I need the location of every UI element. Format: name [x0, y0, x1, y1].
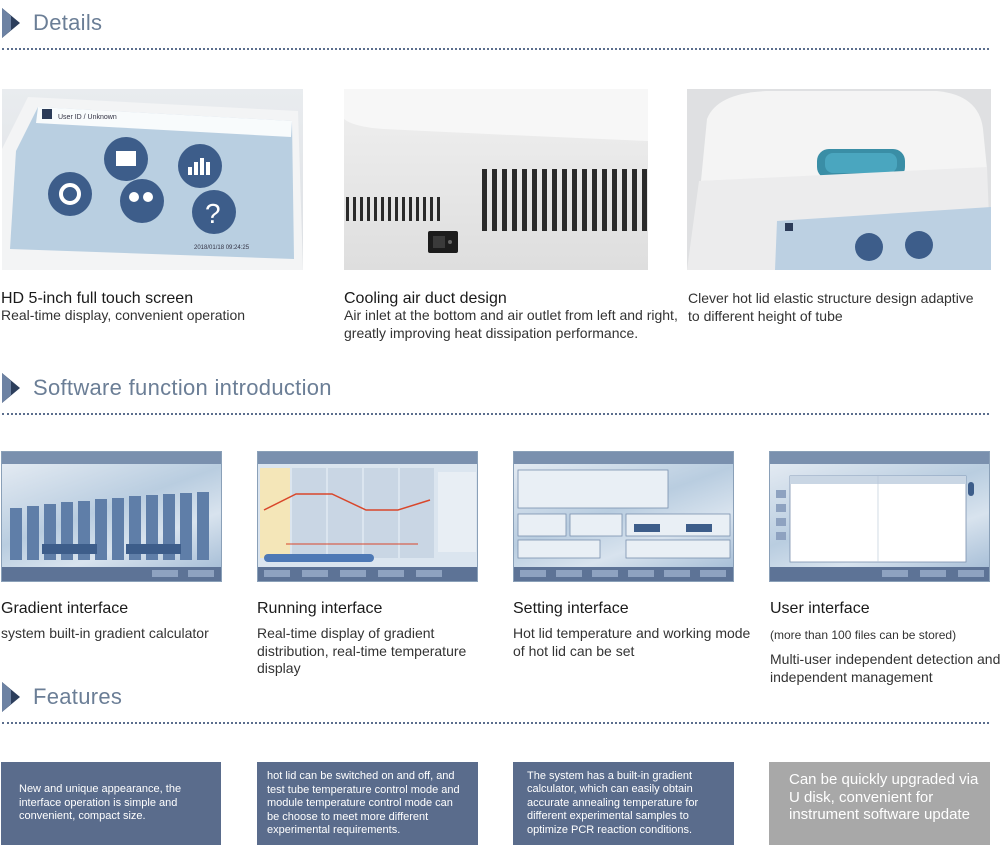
touch-screen-photo: User ID / Unknown ? 2018/01/18 09:24:25 — [2, 89, 303, 270]
software-title-running: Running interface — [257, 600, 383, 617]
software-title-user: User interface — [770, 600, 870, 617]
feature-text: Can be quickly upgraded via U disk, conv… — [789, 771, 979, 823]
gradient-interface-screenshot — [1, 451, 222, 582]
user-icon — [120, 179, 164, 223]
file-icon — [104, 137, 148, 181]
section-mark-icon — [2, 682, 20, 712]
section-title: Features — [33, 684, 123, 709]
detail-text-touch-screen: Real-time display, convenient operation — [1, 307, 246, 323]
software-note-user: (more than 100 files can be stored) — [770, 628, 957, 642]
feature-text: New and unique appearance, the interface… — [19, 783, 182, 823]
detail-text-cooling: Air inlet at the bottom and air outlet f… — [344, 307, 678, 341]
setting-interface-screenshot — [513, 451, 734, 582]
section-title: Details — [33, 10, 103, 35]
section-divider — [2, 413, 989, 415]
feature-card-hot-lid: hot lid can be switched on and off, and … — [257, 762, 478, 845]
gear-icon — [48, 172, 92, 216]
software-text-setting: Hot lid temperature and working mode of … — [513, 625, 751, 659]
hot-lid-photo — [687, 89, 991, 270]
section-header-features: Features — [0, 678, 1007, 728]
feature-text: hot lid can be switched on and off, and … — [267, 770, 460, 836]
section-divider — [2, 722, 989, 724]
svg-text:User ID / Unknown: User ID / Unknown — [58, 114, 117, 121]
cooling-duct-photo — [344, 89, 648, 270]
feature-card-gradient: The system has a built-in gradient calcu… — [513, 762, 734, 845]
detail-title-cooling: Cooling air duct design — [344, 290, 507, 307]
section-header-details: Details — [0, 4, 1007, 54]
feature-text: The system has a built-in gradient calcu… — [527, 769, 699, 836]
section-divider — [2, 48, 989, 50]
software-title-gradient: Gradient interface — [1, 600, 129, 617]
software-text-running: Real-time display of gradient distributi… — [257, 625, 467, 676]
feature-card-upgrade: Can be quickly upgraded via U disk, conv… — [769, 762, 990, 845]
user-interface-screenshot — [769, 451, 990, 582]
detail-text-hot-lid: Clever hot lid elastic structure design … — [688, 290, 974, 324]
section-mark-icon — [2, 8, 20, 38]
svg-text:?: ? — [205, 198, 221, 229]
section-title: Software function introduction — [33, 375, 332, 400]
running-interface-screenshot — [257, 451, 478, 582]
calculator-icon — [178, 144, 222, 188]
feature-card-appearance: New and unique appearance, the interface… — [1, 762, 221, 845]
software-title-setting: Setting interface — [513, 600, 629, 617]
detail-title-touch-screen: HD 5-inch full touch screen — [1, 290, 194, 307]
help-icon: ? — [192, 190, 236, 234]
software-text-user: Multi-user independent detection and ind… — [770, 651, 1001, 685]
section-mark-icon — [2, 373, 20, 403]
svg-text:2018/01/18 09:24:25: 2018/01/18 09:24:25 — [194, 245, 250, 251]
section-header-software: Software function introduction — [0, 369, 1007, 419]
software-text-gradient: system built-in gradient calculator — [1, 625, 209, 641]
